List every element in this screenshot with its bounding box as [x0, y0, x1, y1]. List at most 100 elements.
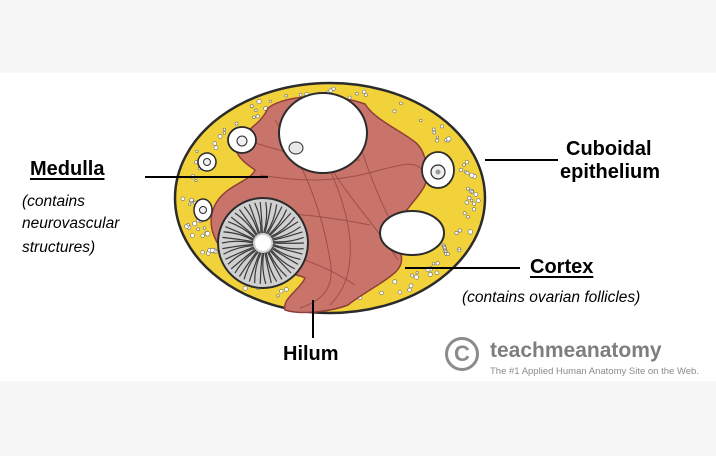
label-medulla: Medulla	[30, 158, 105, 180]
primordial-follicle-dot	[407, 287, 412, 293]
corpus-fold	[264, 202, 272, 234]
primordial-follicle-dot	[379, 290, 384, 296]
primordial-follicle-dot	[298, 93, 303, 97]
primordial-follicle-dot	[435, 138, 439, 143]
primordial-follicle-dot	[466, 215, 470, 219]
label-cuboidal-2: epithelium	[560, 161, 661, 183]
primordial-follicle-dot	[222, 131, 226, 135]
primordial-follicle-dot	[212, 141, 218, 146]
corpus-fold	[272, 245, 303, 255]
corpus-fold	[265, 204, 278, 234]
copyright-circle-icon: C	[445, 337, 479, 371]
logo-symbol: C	[454, 341, 470, 366]
primordial-follicle-dot	[186, 223, 190, 227]
primordial-follicle-dot	[446, 136, 452, 142]
primordial-follicle-dot	[188, 202, 192, 206]
primordial-follicle-dot	[363, 93, 368, 97]
primordial-follicle-dot	[470, 198, 474, 202]
primordial-follicle-dot	[200, 250, 205, 255]
primordial-follicle-dot	[213, 145, 219, 150]
antral-follicle-right	[379, 210, 445, 256]
primordial-follicle-dot	[464, 160, 469, 165]
primordial-follicle-dot	[284, 94, 288, 98]
corpus-fold	[222, 243, 254, 250]
follicle-small-2-oocyte	[203, 158, 211, 166]
corpus-fold	[222, 236, 254, 243]
corpus-fold	[238, 209, 258, 236]
primordial-follicle-dot	[415, 271, 419, 275]
corpus-fold	[267, 206, 283, 235]
primordial-follicle-dot	[392, 109, 397, 114]
primordial-follicle-dot	[399, 101, 403, 106]
primordial-follicle-dot	[413, 274, 419, 280]
primordial-follicle-dot	[234, 121, 239, 126]
primordial-follicle-dot	[464, 200, 469, 205]
corpus-fold	[234, 249, 257, 274]
corpus-fold	[259, 252, 263, 284]
primordial-follicle-dot	[392, 279, 398, 285]
primordial-follicle-dot	[467, 196, 472, 201]
brand-tagline: The #1 Applied Human Anatomy Site on the…	[490, 366, 699, 377]
primordial-follicle-dot	[195, 149, 199, 153]
primordial-follicle-dot	[189, 197, 194, 203]
primordial-follicle-dot	[328, 88, 333, 93]
primordial-follicle-dot	[202, 226, 207, 230]
primordial-follicle-dot	[190, 233, 195, 238]
corpus-fold	[272, 243, 304, 250]
corpus-fold	[248, 252, 261, 282]
brand-name: teachmeanatomy	[490, 339, 662, 362]
primordial-follicle-dot	[256, 99, 262, 105]
primordial-follicle-dot	[242, 285, 248, 291]
corpus-fold	[264, 252, 272, 284]
primordial-follicle-dot	[476, 198, 481, 203]
primordial-follicle-dot	[471, 207, 476, 212]
corpus-fold	[271, 246, 301, 260]
label-hilum: Hilum	[283, 343, 339, 365]
corpus-fold	[272, 226, 301, 240]
corpus-fold	[262, 252, 267, 285]
primordial-follicle-dot	[217, 134, 223, 139]
primordial-follicle-dot	[410, 273, 415, 278]
corpus-fold	[270, 248, 296, 270]
primordial-follicle-dot	[467, 229, 474, 235]
label-cortex-note: (contains ovarian follicles)	[462, 289, 641, 306]
primordial-follicle-dot	[180, 196, 186, 202]
primordial-follicle-dot	[435, 135, 439, 139]
corpus-fold	[225, 246, 255, 260]
primordial-follicle-dot	[268, 99, 272, 103]
primordial-follicle-dot	[470, 190, 474, 194]
corpus-fold	[227, 221, 255, 239]
corpus-fold	[271, 247, 299, 265]
corpus-fold	[248, 204, 261, 234]
corpus-fold	[267, 251, 283, 280]
label-cuboidal-1: Cuboidal	[566, 138, 652, 160]
corpus-fold	[227, 247, 255, 265]
primordial-follicle-dot	[454, 231, 459, 236]
corpus-fold	[230, 216, 256, 238]
primordial-follicle-dot	[254, 108, 258, 112]
corpus-fold	[269, 249, 292, 274]
primordial-follicle-dot	[431, 262, 436, 266]
primordial-follicle-dot	[196, 227, 200, 232]
corpus-fold	[272, 236, 304, 243]
primordial-follicle-dot	[462, 211, 467, 216]
corpus-fold	[225, 226, 255, 240]
corpus-fold	[243, 251, 259, 280]
primordial-follicle-dot	[276, 294, 280, 298]
primordial-follicle-dot	[427, 272, 433, 277]
label-medulla-note-2: neurovascular	[22, 215, 120, 232]
primordial-follicle-dot	[209, 247, 215, 253]
primordial-follicle-dot	[457, 248, 462, 253]
primordial-follicle-dot	[284, 287, 289, 292]
label-cortex: Cortex	[530, 256, 594, 278]
primordial-follicle-dot	[408, 283, 414, 289]
primordial-follicle-dot	[472, 201, 477, 206]
corpus-fold	[238, 250, 258, 277]
label-medulla-note-3: structures)	[22, 239, 96, 256]
primordial-follicle-dot	[446, 252, 450, 256]
corpus-fold	[234, 212, 257, 237]
corpus-radiating-folds	[221, 202, 305, 285]
primordial-follicle-dot	[279, 289, 284, 294]
primordial-follicle-dot	[362, 89, 367, 94]
primordial-follicle-dot	[440, 124, 444, 129]
